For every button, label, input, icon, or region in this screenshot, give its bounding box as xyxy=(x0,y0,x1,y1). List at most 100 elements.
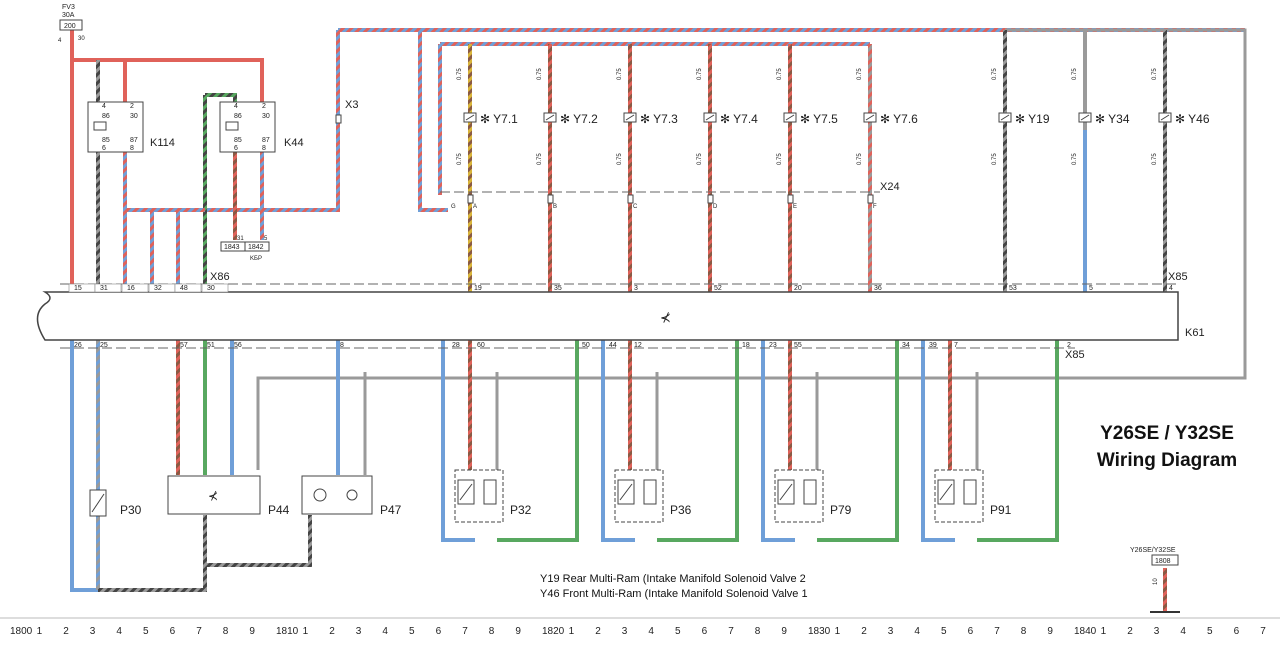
wire-p91-green xyxy=(977,340,1059,542)
svg-text:10: 10 xyxy=(1153,578,1159,585)
gauge-label: 0.75 xyxy=(1072,153,1078,165)
x24-pin-label: D xyxy=(713,204,718,210)
wire-p47-1 xyxy=(205,515,312,567)
gauge-label: 0.75 xyxy=(777,153,783,165)
ruler-tick: 4 xyxy=(1180,626,1186,637)
wire-p91-blue xyxy=(921,340,955,542)
sensor-label: P36 xyxy=(670,503,692,517)
wire-2.5-a xyxy=(418,30,448,212)
svg-text:1808: 1808 xyxy=(1155,558,1171,565)
svg-text:85: 85 xyxy=(102,137,110,144)
k61-bottom-pin: 26 xyxy=(74,342,82,349)
ground-box-1808: Y26SE/Y32SE 1808 10 xyxy=(1130,547,1179,585)
wire-p32-green xyxy=(497,340,579,542)
ruler-tick: 1 xyxy=(303,626,309,637)
svg-text:87: 87 xyxy=(130,137,138,144)
gauge-label: 0.75 xyxy=(697,153,703,165)
wire-p36-blue xyxy=(601,340,635,542)
solenoid-label: ✻ Y7.5 xyxy=(800,112,838,126)
gauge-label: 0.75 xyxy=(992,153,998,165)
ruler-tick: 1 xyxy=(569,626,575,637)
ruler-tick: 5 xyxy=(941,626,947,637)
x3-label: X3 xyxy=(345,99,358,111)
gauge-label: 0.75 xyxy=(537,153,543,165)
ruler-tick: 1800 xyxy=(10,626,33,637)
svg-text:P30: P30 xyxy=(120,503,142,517)
ruler-tick: 2 xyxy=(63,626,69,637)
x24-pin-label: F xyxy=(873,204,877,210)
ruler-tick: 6 xyxy=(1234,626,1240,637)
ruler-tick: 7 xyxy=(1260,626,1266,637)
knock-sensor-p91: P91 xyxy=(934,469,1012,523)
gauge-label: 0.75 xyxy=(1152,68,1158,80)
ruler-tick: 7 xyxy=(462,626,468,637)
ruler-tick: 8 xyxy=(755,626,761,637)
ruler-tick: 8 xyxy=(1021,626,1027,637)
x24-label: X24 xyxy=(880,181,900,193)
svg-text:P47: P47 xyxy=(380,503,402,517)
k61-top-pin: 32 xyxy=(154,285,162,292)
k61-bottom-pin: 34 xyxy=(902,342,910,349)
sensor-p44: ⊀ P44 xyxy=(167,475,290,517)
sensor-label: P32 xyxy=(510,503,532,517)
svg-text:4: 4 xyxy=(102,103,106,110)
gauge-label: 0.75 xyxy=(457,153,463,165)
ruler-tick: 1 xyxy=(835,626,841,637)
k61-pin-label: 35 xyxy=(554,285,562,292)
svg-text:30: 30 xyxy=(262,113,270,120)
wire-p44-3 xyxy=(98,515,207,592)
svg-text:⊀: ⊀ xyxy=(208,489,218,503)
fuse-rating: 30A xyxy=(62,12,75,19)
ruler-tick: 1820 xyxy=(542,626,565,637)
svg-text:85: 85 xyxy=(234,137,242,144)
svg-text:Y26SE/Y32SE: Y26SE/Y32SE xyxy=(1130,547,1176,554)
svg-text:6: 6 xyxy=(234,145,238,152)
fuse-pos: 200 xyxy=(64,23,76,30)
solenoid-label: ✻ Y7.4 xyxy=(720,112,758,126)
k61-bottom-pin: 7 xyxy=(954,342,958,349)
gauge-label: 0.75 xyxy=(537,68,543,80)
svg-text:8: 8 xyxy=(130,145,134,152)
ruler-tick: 2 xyxy=(595,626,601,637)
ruler-tick: 1840 xyxy=(1074,626,1097,637)
solenoid-label: ✻ Y7.2 xyxy=(560,112,598,126)
svg-text:8: 8 xyxy=(262,145,266,152)
k61-pin-label: 19 xyxy=(474,285,482,292)
k61-pin-label: 52 xyxy=(714,285,722,292)
ruler-tick: 6 xyxy=(170,626,176,637)
ecu-symbol: ⊀ xyxy=(660,310,671,325)
k61-bottom-pin: 18 xyxy=(742,342,750,349)
knock-sensor-p32: P32 xyxy=(454,469,532,523)
k61-bottom-pin: 12 xyxy=(634,342,642,349)
ruler-tick: 3 xyxy=(622,626,628,637)
diagram-title: Y26SE / Y32SE Wiring Diagram xyxy=(1062,420,1272,474)
title-line-2: Wiring Diagram xyxy=(1096,450,1238,471)
ruler-tick: 8 xyxy=(223,626,229,637)
k61-bottom-pin: 55 xyxy=(794,342,802,349)
k61-pin-label: 5 xyxy=(1089,285,1093,292)
ruler-tick: 6 xyxy=(968,626,974,637)
sensor-label: P79 xyxy=(830,503,852,517)
gauge-label: 0.75 xyxy=(617,68,623,80)
k61-bottom-pin: 2 xyxy=(1067,342,1071,349)
k61-top-pin: 30 xyxy=(207,285,215,292)
ruler-tick: 1830 xyxy=(808,626,831,637)
x24-pin-label: A xyxy=(473,204,477,210)
x85b-label: X85 xyxy=(1065,349,1085,361)
k61-pin-label: 4 xyxy=(1169,285,1173,292)
ruler-tick: 6 xyxy=(702,626,708,637)
ruler-tick: 9 xyxy=(515,626,521,637)
svg-text:5: 5 xyxy=(264,236,268,242)
dashed-lines xyxy=(60,191,1180,349)
relay-k44-label: K44 xyxy=(284,137,304,149)
k61-bottom-pin: 57 xyxy=(180,342,188,349)
ruler-tick: 7 xyxy=(196,626,202,637)
solenoid-label: ✻ Y7.6 xyxy=(880,112,918,126)
